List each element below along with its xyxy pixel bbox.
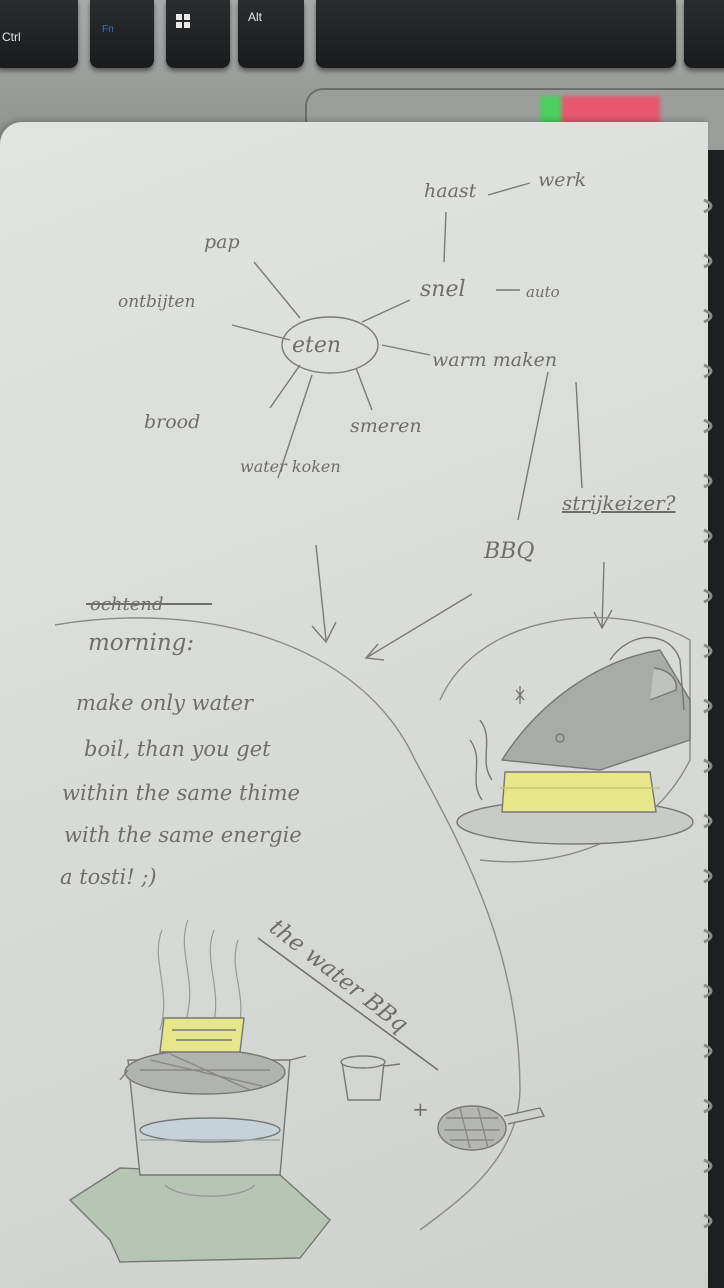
arrows — [311, 544, 613, 661]
section-curves — [54, 617, 691, 1231]
fn-key-label: Fn — [102, 24, 114, 35]
steam-drawing — [157, 919, 242, 1031]
alt-key: Alt — [238, 0, 304, 68]
pot-and-pan-drawing: + — [340, 1055, 546, 1151]
ctrl-key: Ctrl — [0, 0, 78, 68]
caption-underline — [257, 937, 439, 1071]
mindmap-words: haast werk pap snel auto ontbijten eten … — [118, 169, 676, 564]
caption-water-bbq: the water BBq — [264, 914, 412, 1038]
node-smeren: smeren — [350, 415, 422, 437]
water-bbq-drawing — [68, 1017, 331, 1263]
node-warm-maken: warm maken — [432, 349, 557, 371]
node-snel: snel — [420, 277, 466, 302]
fn-key: Fn — [90, 0, 154, 68]
spacebar-key — [316, 0, 676, 68]
notes-line-5: a tosti! ;) — [60, 865, 157, 889]
right-key — [684, 0, 724, 68]
node-bbq: BBQ — [483, 539, 534, 564]
ctrl-key-label: Ctrl — [2, 30, 21, 44]
node-brood: brood — [144, 411, 200, 433]
notes-line-4: with the same energie — [64, 823, 302, 847]
notes-heading: morning: — [88, 630, 194, 656]
windows-logo-icon — [176, 14, 190, 28]
notes-line-1: make only water — [76, 691, 255, 715]
iron-sandwich-drawing — [456, 636, 694, 845]
node-ontbijten: ontbijten — [118, 292, 195, 312]
node-haast: haast — [424, 180, 477, 202]
node-auto: auto — [526, 283, 560, 301]
windows-key — [166, 0, 230, 68]
morning-notes: ochtend morning: make only water boil, t… — [60, 594, 302, 889]
center-eten: eten — [292, 333, 341, 358]
notes-line-3: within the same thime — [62, 781, 300, 805]
node-water-koken: water koken — [240, 457, 341, 476]
notes-line-2: boil, than you get — [84, 737, 271, 761]
mindmap-lines — [231, 182, 583, 521]
spiral-binding — [703, 198, 713, 1229]
node-strijkeizer: strijkeizer? — [562, 491, 676, 515]
node-werk: werk — [538, 169, 586, 191]
plus-sign: + — [412, 1097, 429, 1121]
alt-key-label: Alt — [248, 10, 263, 24]
node-pap: pap — [204, 231, 240, 253]
